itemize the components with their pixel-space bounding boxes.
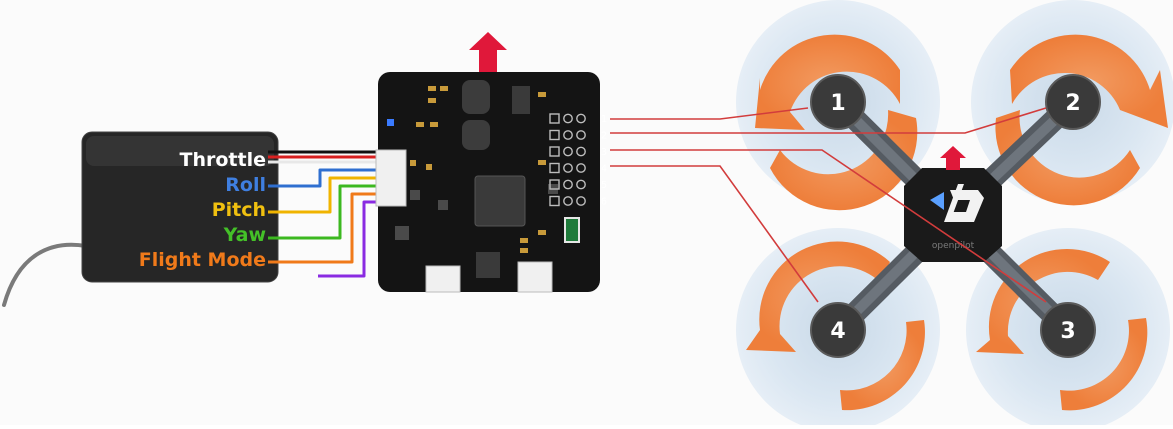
pin-number-4: 4 [601,164,607,175]
regulator-chip [512,86,530,114]
motor-4: 4 [810,302,866,358]
inductor-a [462,80,490,114]
motor-2-number: 2 [1065,91,1080,116]
blue-led [387,119,394,126]
input-connector [375,149,407,207]
pin-number-1: 1 [601,114,607,125]
sensor-chip [476,252,500,278]
bottom-connector-right [517,261,553,293]
bottom-connector-left [425,265,461,293]
pin-6-square [549,195,560,207]
signal-wire-4 [610,165,819,303]
pin-4-hole-1 [563,163,573,173]
motor-2: 2 [1045,74,1101,130]
receiver: Throttle Roll Pitch Yaw Flight Mode [81,131,279,283]
pin-number-3: 3 [601,147,607,158]
pin-5-hole-2 [576,179,586,190]
wire-pitch [268,176,378,214]
pin-number-6: 6 [601,197,607,208]
motor-3-number: 3 [1060,319,1075,344]
logo-mark-blue [930,192,944,210]
pin-4-square [549,162,560,174]
channel-label-yaw: Yaw [223,224,266,246]
pin-3-hole-2 [576,146,586,157]
controller-forward-arrow [469,32,507,72]
flight-controller: 1 2 3 4 5 6 [375,72,607,293]
green-jumper [564,217,580,243]
receiver-shading [86,136,274,166]
motor-1-hub [810,74,866,130]
motor-2-hub [1045,74,1101,130]
prop-arc-1b [770,110,918,211]
receiver-wires [268,150,378,278]
wire-extra-purple [318,200,378,278]
signal-wire-3 [610,149,1047,303]
output-pin-header: 1 2 3 4 5 6 [549,113,607,208]
receiver-body [81,131,279,283]
prop-arc-2b [995,110,1140,206]
channel-label-throttle: Throttle [180,149,266,171]
pin-3-hole-1 [563,146,573,157]
pin-1-hole-2 [576,113,586,124]
prop-arc-4 [746,241,890,352]
prop-arc-2 [1010,34,1168,129]
prop-arc-1 [755,34,900,130]
wire-flight-mode [268,192,378,264]
pin-1-square [549,113,560,124]
prop-arc-4b [840,320,925,411]
signal-wire-1 [610,107,809,120]
pin-2-hole-1 [563,130,573,140]
motor-1-number: 1 [830,91,845,116]
signal-wire-2 [610,107,1047,134]
channel-label-pitch: Pitch [212,199,266,221]
pin-2-square [549,129,560,141]
motor-signal-wires [610,107,1047,303]
pin-2-hole-2 [576,130,586,140]
quadcopter: openpilot 1 2 3 4 [736,0,1173,429]
motor-1: 1 [810,74,866,130]
logo-slash [944,184,964,222]
main-processor-chip [474,175,526,227]
antenna [2,242,88,307]
smd-components [410,86,546,253]
pin-6-hole-1 [563,196,573,206]
wire-yaw [268,184,378,240]
pin-5-hole-1 [563,179,573,190]
center-forward-arrow [940,146,966,170]
wire-roll [268,168,378,188]
motor-4-number: 4 [830,319,845,344]
pin-5-square [549,179,560,190]
pin-6-hole-2 [576,196,586,206]
pin-number-2: 2 [601,131,607,142]
brand-label: openpilot [932,241,975,251]
channel-label-roll: Roll [225,174,266,196]
openpilot-logo [930,184,984,222]
motor-3-hub [1040,302,1096,358]
channel-label-flight-mode: Flight Mode [139,249,266,271]
motor-3: 3 [1040,302,1096,358]
pin-number-5: 5 [601,180,607,191]
pin-4-hole-2 [576,163,586,173]
pin-3-square [549,146,560,157]
prop-arc-3b [1060,318,1148,411]
motor-4-hub [810,302,866,358]
pin-1-hole-1 [563,113,573,124]
inductor-b [462,120,490,150]
